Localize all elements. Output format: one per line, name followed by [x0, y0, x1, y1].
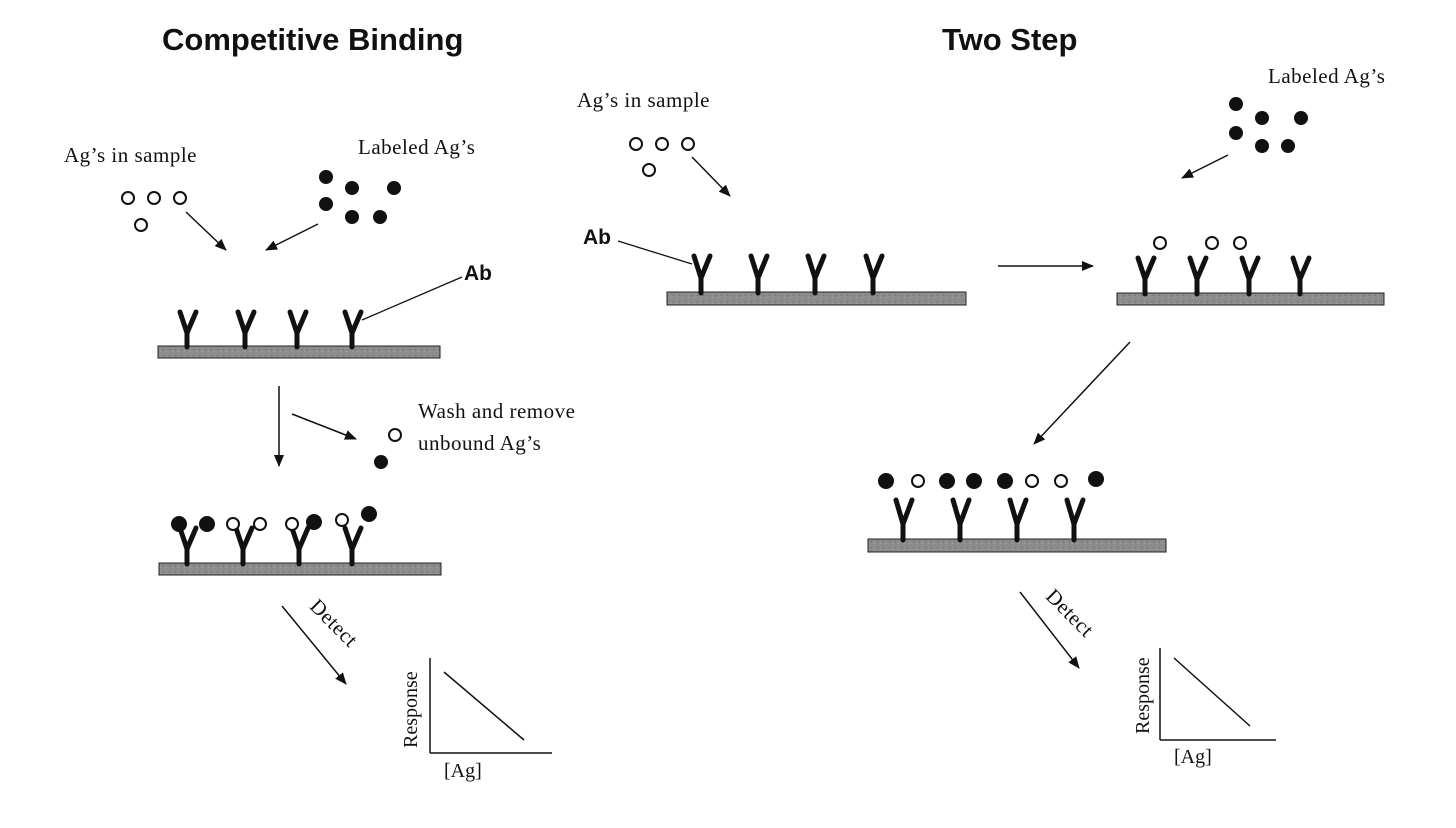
bound-antigens-left: [171, 506, 377, 532]
antibodies-right-2: [1135, 255, 1312, 297]
label-ags-in-sample-left: Ag’s in sample: [64, 143, 197, 167]
bound-sample-antigens-right: [1153, 236, 1247, 250]
panel-title-competitive: Competitive Binding: [162, 22, 464, 57]
arrow-sample-to-surface-right: [691, 156, 731, 197]
arrow-labeled-to-surface-left: [265, 223, 319, 251]
arrow-sample-to-surface-left: [185, 211, 227, 251]
ab-pointer-right: [617, 240, 693, 265]
response-graph-left: [429, 658, 552, 754]
label-ab-left: Ab: [464, 262, 492, 285]
graph-ylabel-right: Response: [1132, 657, 1154, 734]
label-labeled-ags-right: Labeled Ag’s: [1268, 64, 1386, 88]
label-ags-in-sample-right: Ag’s in sample: [577, 88, 710, 112]
labeled-antigens-left: [319, 170, 401, 224]
arrow-detect-right: [1019, 591, 1080, 669]
arrow-wash: [291, 413, 357, 440]
sample-antigens-right: [629, 137, 695, 177]
washed-antigen-open: [388, 428, 402, 442]
arrow-down-right: [1033, 341, 1131, 445]
label-labeled-ags-left: Labeled Ag’s: [358, 135, 476, 159]
antibodies-left-1: [177, 309, 364, 350]
bound-antigens-right: [878, 471, 1104, 489]
arrow-detect-left: [281, 605, 347, 685]
washed-antigen-labeled: [374, 455, 388, 469]
graph-ylabel-left: Response: [400, 671, 422, 748]
sample-antigens-left: [121, 191, 187, 232]
ab-pointer-left: [361, 276, 463, 321]
arrow-labeled-to-surface-right: [1181, 154, 1229, 179]
label-wash-line2: unbound Ag’s: [418, 431, 542, 455]
label-wash-line1: Wash and remove: [418, 399, 576, 423]
antibodies-right-3: [893, 497, 1086, 543]
antibodies-left-2: [177, 525, 364, 567]
response-graph-right: [1159, 648, 1276, 741]
antibodies-right-1: [691, 253, 885, 296]
label-ab-right: Ab: [583, 226, 611, 249]
graph-xlabel-left: [Ag]: [444, 760, 482, 782]
labeled-antigens-right: [1229, 97, 1308, 153]
graph-xlabel-right: [Ag]: [1174, 746, 1212, 768]
panel-title-two-step: Two Step: [942, 22, 1078, 57]
